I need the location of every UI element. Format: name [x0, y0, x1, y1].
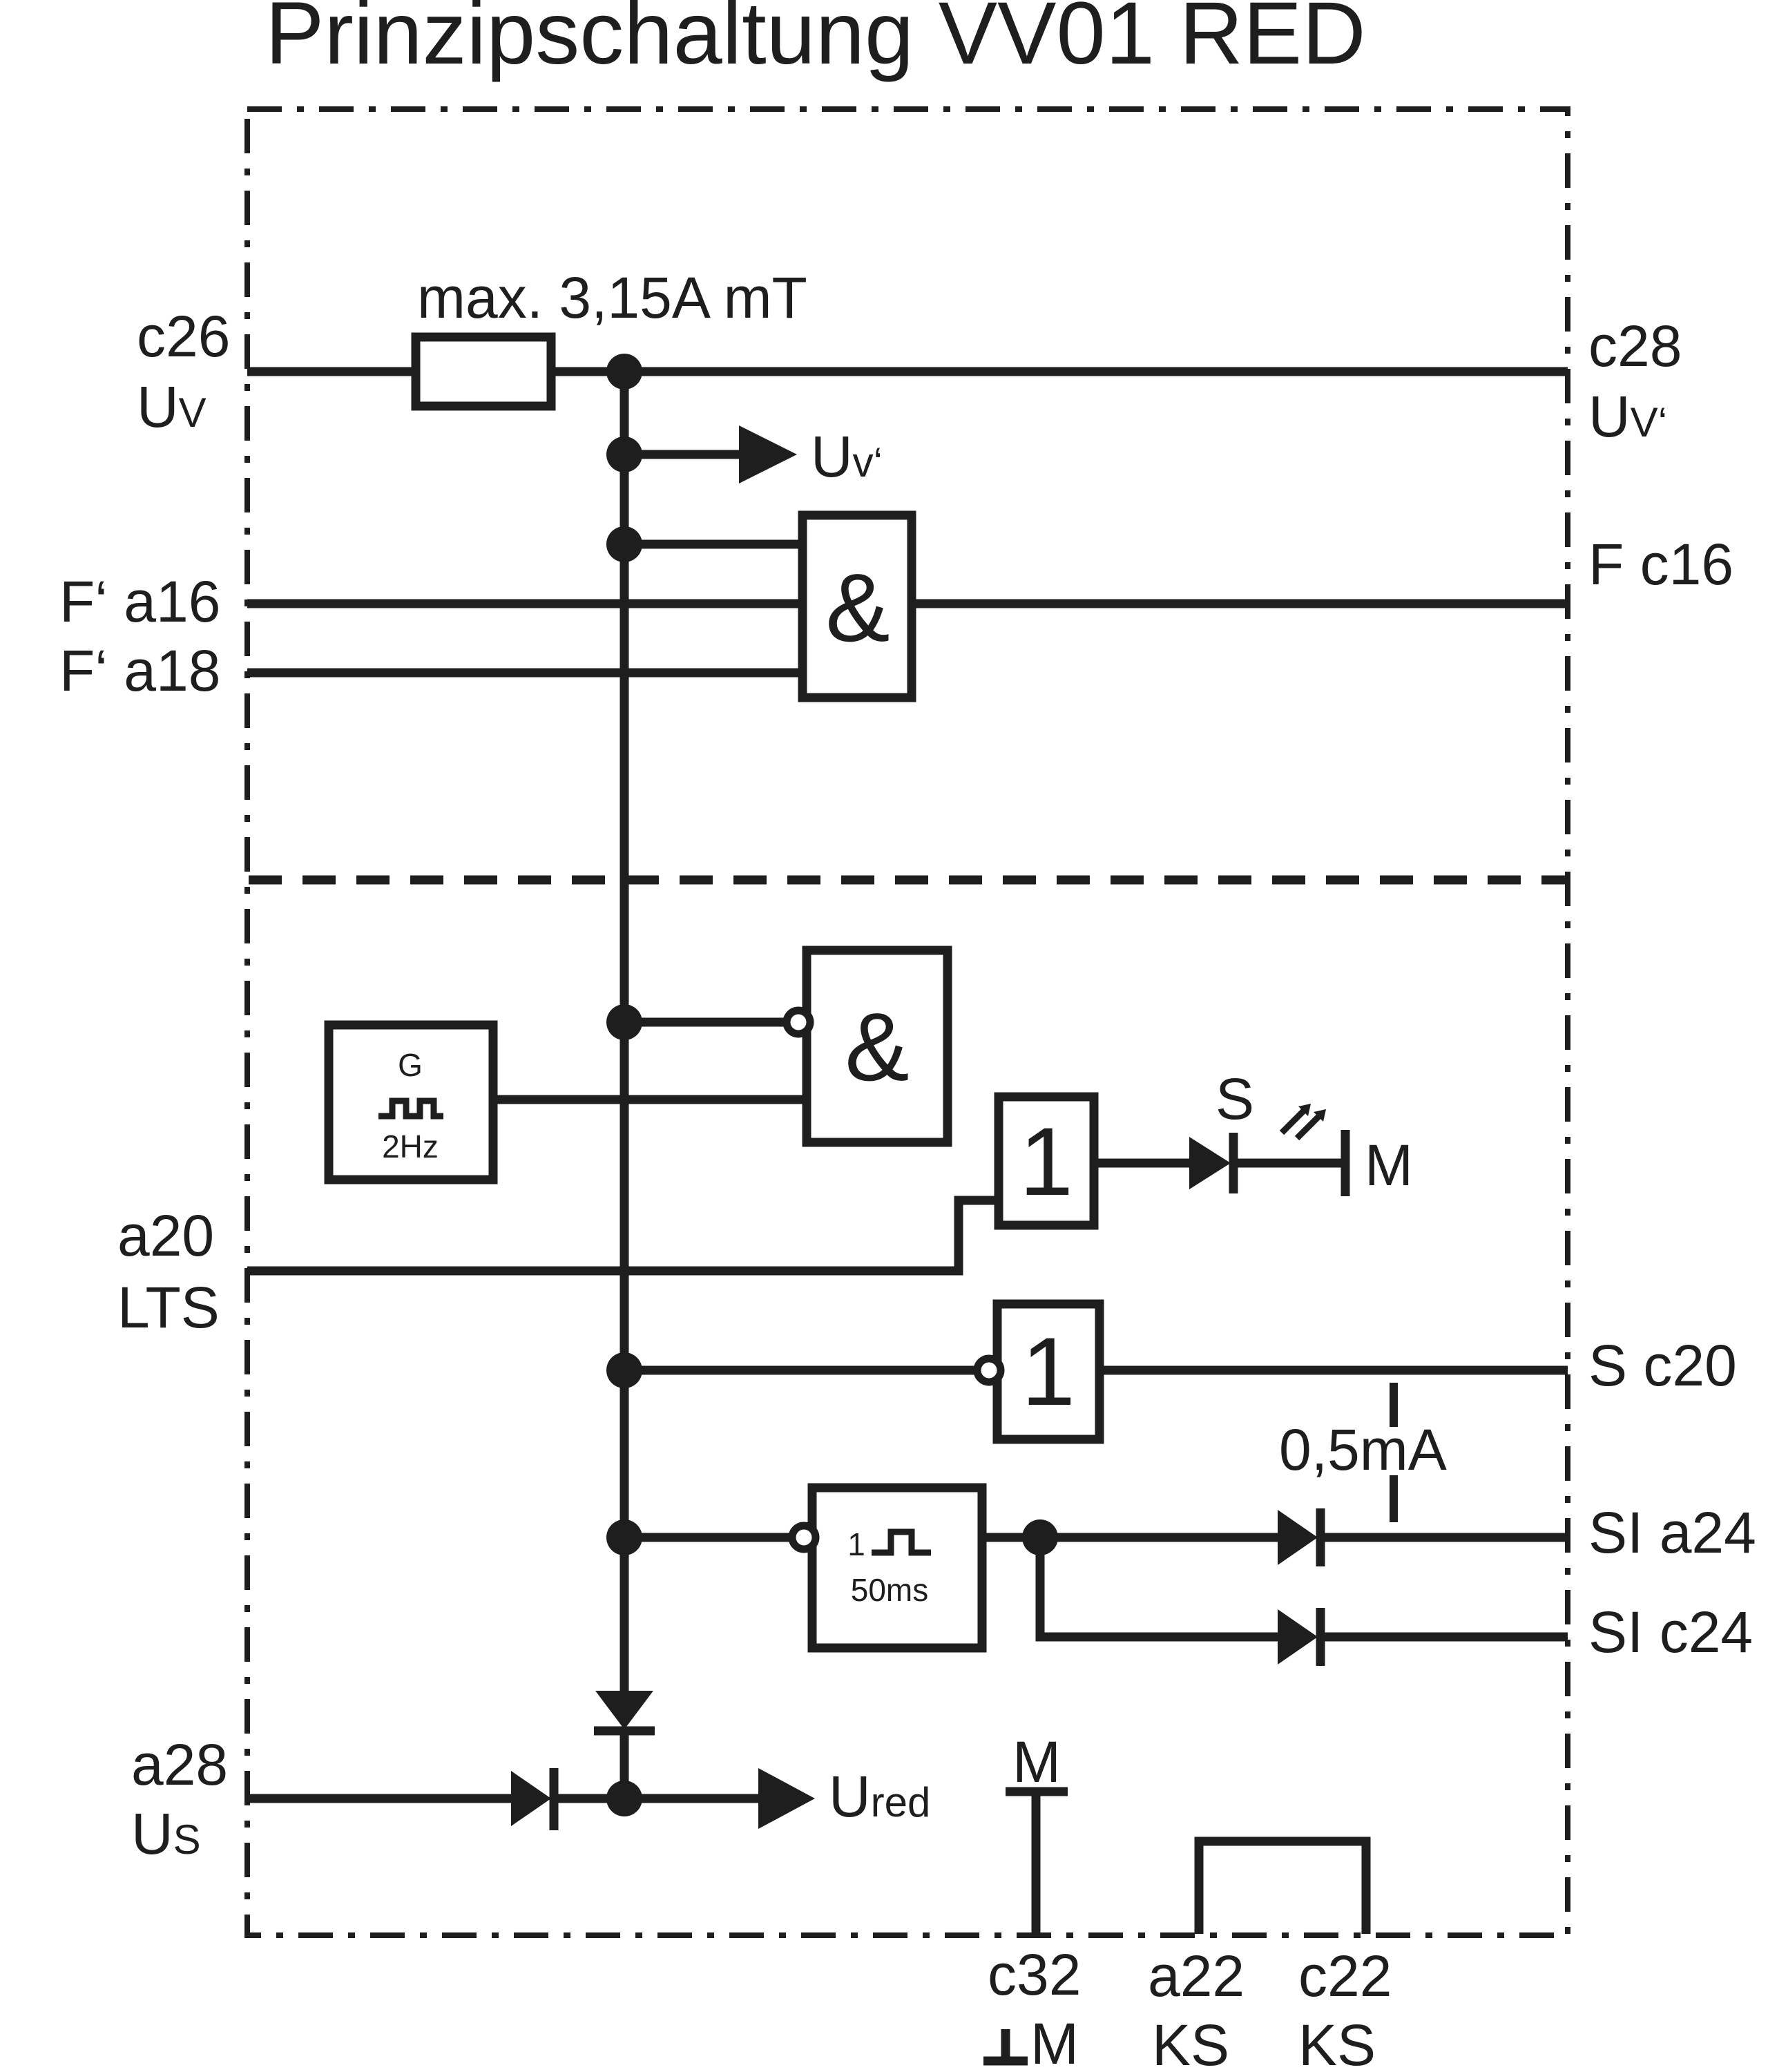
bus-arrow-down	[595, 1691, 653, 1729]
generator-letter: G	[398, 1047, 423, 1083]
and-gate-mid	[802, 946, 952, 1147]
square-wave-icon	[378, 1097, 443, 1120]
terminal-a28: a28	[131, 1732, 228, 1797]
fuse-label: max. 3,15A mT	[417, 265, 807, 330]
terminal-f-c16: F c16	[1588, 532, 1733, 597]
generator-frequency: 2Hz	[382, 1129, 439, 1164]
and-gate-top	[798, 510, 916, 702]
line-a20-lts	[247, 1196, 999, 1276]
diode-us-icon	[511, 1771, 551, 1826]
and-gate-mid-symbol: &	[845, 992, 909, 1101]
diode-si-c24-icon	[1278, 1609, 1318, 1665]
led-diode-icon	[1189, 1137, 1231, 1189]
junction-uv	[606, 354, 642, 390]
or-gate-s-symbol: 1	[1021, 1317, 1075, 1426]
monoflop	[807, 1483, 987, 1653]
terminal-ground-m: M	[1030, 2011, 1079, 2072]
or-gate-led-symbol: 1	[1019, 1107, 1073, 1216]
led-label-s: S	[1216, 1066, 1254, 1131]
pulse-icon	[872, 1528, 931, 1556]
monoflop-count: 1	[847, 1526, 865, 1562]
terminal-lts: LTS	[117, 1275, 220, 1340]
terminal-ks-a22: KS	[1152, 2013, 1229, 2072]
or-gate-led	[994, 1092, 1099, 1230]
light-emission-icon	[1279, 1104, 1326, 1141]
terminal-us: US	[131, 1801, 201, 1866]
terminal-f-a16: F‘ a16	[59, 569, 220, 634]
junction-and-mid	[606, 1004, 642, 1040]
terminal-c22: c22	[1298, 1944, 1392, 2008]
diode-si-a24-icon	[1278, 1510, 1318, 1565]
terminal-uv2: UV‘	[1588, 384, 1667, 449]
and-gate-top-symbol: &	[825, 553, 890, 662]
terminal-a20: a20	[117, 1203, 214, 1268]
terminal-c26: c26	[137, 304, 230, 369]
current-label: 0,5mA	[1279, 1417, 1447, 1482]
ured-arrow	[758, 1768, 815, 1829]
ground-label-m: M	[1012, 1729, 1061, 1794]
terminal-c28: c28	[1588, 314, 1682, 378]
ured-label: Ured	[829, 1764, 930, 1829]
uv-out-label: Uv‘	[811, 424, 883, 489]
diagram-title: Prinzipschaltung VV01 RED	[265, 0, 1366, 83]
terminal-si-a24: SI a24	[1588, 1500, 1756, 1565]
ground-symbol-icon	[983, 2029, 1028, 2066]
line-si-c24-feed	[1035, 1537, 1283, 1642]
and-mid-invert-bubble	[782, 1006, 814, 1038]
monoflop-time: 50ms	[851, 1572, 928, 1608]
terminal-si-c24: SI c24	[1588, 1600, 1753, 1665]
uv-out-arrow	[739, 425, 797, 483]
terminal-uv: UV	[137, 374, 206, 439]
junction-monoflop	[606, 1519, 642, 1555]
ks-bridge	[1194, 1836, 1371, 1934]
junction-or-s	[606, 1352, 642, 1388]
monoflop-invert-bubble	[788, 1522, 820, 1553]
terminal-a22: a22	[1148, 1944, 1245, 2008]
fuse	[411, 332, 556, 411]
module-frame	[244, 106, 1570, 1938]
terminal-ks-c22: KS	[1298, 2013, 1376, 2072]
terminal-f-a18: F‘ a18	[59, 638, 220, 703]
led-label-m: M	[1365, 1133, 1413, 1198]
junction-ured	[606, 1781, 642, 1816]
or-s-invert-bubble	[973, 1354, 1005, 1386]
terminal-s-c20: S c20	[1588, 1333, 1737, 1398]
terminal-c32: c32	[988, 1942, 1081, 2007]
